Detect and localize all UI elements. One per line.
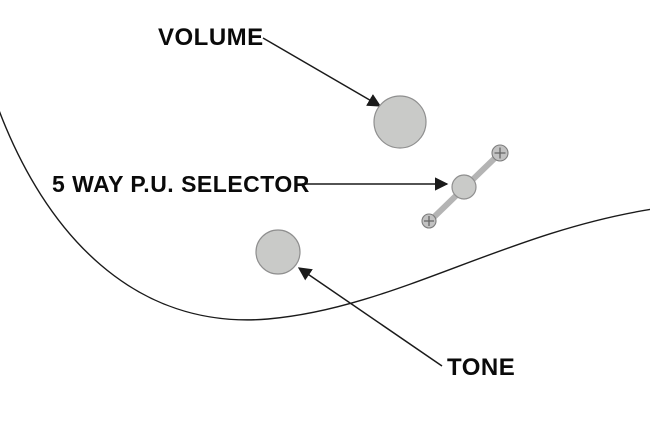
selector-screw-top [491, 144, 509, 162]
selector-knob [451, 174, 477, 200]
volume-label: VOLUME [158, 24, 264, 51]
screw-cross-icon [424, 216, 434, 226]
tone-knob [255, 229, 301, 275]
selector-screw-bottom [421, 213, 437, 229]
screw-cross-icon [494, 147, 506, 159]
selector-label: 5 WAY P.U. SELECTOR [52, 171, 310, 197]
guitar-body-curve [0, 110, 650, 321]
tone-label: TONE [447, 354, 516, 381]
volume-callout-arrow [262, 37, 382, 107]
tone-callout-arrow [297, 267, 443, 367]
volume-knob [373, 95, 427, 149]
